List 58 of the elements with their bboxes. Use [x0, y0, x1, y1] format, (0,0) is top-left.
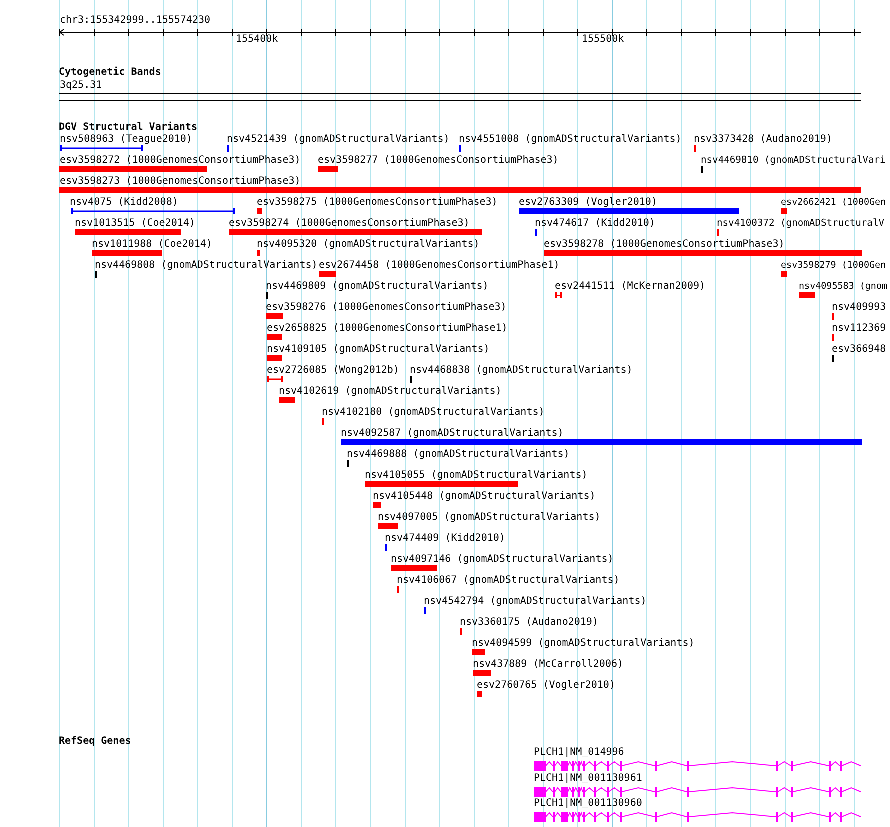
track-title: Cytogenetic Bands — [59, 67, 162, 79]
variant-label: esv366948 — [832, 344, 886, 356]
variant-label: esv2658825 (1000GenomesConsortiumPhase1) — [267, 323, 508, 335]
variant-label: esv2726085 (Wong2012b) — [267, 365, 400, 377]
variant-label: nsv4469809 (gnomADStructuralVariants) — [266, 281, 489, 293]
track-title: RefSeq Genes — [59, 736, 132, 748]
variant-label: esv2662421 (1000Gen — [781, 197, 886, 209]
variant-label: nsv4551008 (gnomADStructuralVariants) — [459, 134, 682, 146]
track-title: DGV Structural Variants — [59, 122, 198, 134]
variant-label: nsv1011988 (Coe2014) — [92, 239, 212, 251]
variant-label: nsv474617 (Kidd2010) — [535, 218, 656, 230]
variant-label: nsv4102180 (gnomADStructuralVariants) — [322, 407, 545, 419]
variant-label: nsv3360175 (Audano2019) — [460, 617, 598, 629]
variant-label: nsv4542794 (gnomADStructuralVariants) — [424, 596, 647, 608]
transcript-label: PLCH1|NM_014996 — [534, 747, 624, 759]
band-label: 3q25.31 — [60, 80, 102, 92]
variant-label: nsv4097005 (gnomADStructuralVariants) — [378, 512, 601, 524]
variant-label: nsv437889 (McCarroll2006) — [473, 659, 624, 671]
variant-label: esv3598273 (1000GenomesConsortiumPhase3) — [60, 176, 301, 188]
variant-label: esv3598276 (1000GenomesConsortiumPhase3) — [266, 302, 507, 314]
variant-label: nsv4095583 (gnom — [799, 281, 888, 293]
variant-label: nsv4095320 (gnomADStructuralVariants) — [257, 239, 480, 251]
variant-label: nsv4109105 (gnomADStructuralVariants) — [267, 344, 490, 356]
variant-label: nsv3373428 (Audano2019) — [694, 134, 832, 146]
variant-label: nsv4092587 (gnomADStructuralVariants) — [341, 428, 564, 440]
variant-label: nsv4106067 (gnomADStructuralVariants) — [397, 575, 620, 587]
variant-label: esv3598278 (1000GenomesConsortiumPhase3) — [544, 239, 785, 251]
scale-tick-label: 155400k — [236, 34, 278, 46]
scale-tick-label: 155500k — [582, 34, 624, 46]
variant-label: nsv4521439 (gnomADStructuralVariants) — [227, 134, 450, 146]
variant-label: nsv4105055 (gnomADStructuralVariants) — [365, 470, 588, 482]
variant-label: nsv474409 (Kidd2010) — [385, 533, 506, 545]
variant-label: esv3598272 (1000GenomesConsortiumPhase3) — [60, 155, 301, 167]
variant-label: nsv1013515 (Coe2014) — [75, 218, 196, 230]
variant-label: nsv4469808 (gnomADStructuralVariants) — [95, 260, 318, 272]
variant-label: nsv112369 — [832, 323, 886, 335]
variant-label: esv3598275 (1000GenomesConsortiumPhase3) — [257, 197, 498, 209]
variant-label: esv2441511 (McKernan2009) — [555, 281, 706, 293]
variant-label: nsv4075 (Kidd2008) — [70, 197, 178, 209]
region-coordinates: chr3:155342999..155574230 — [60, 15, 211, 27]
variant-label: nsv4094599 (gnomADStructuralVariants) — [472, 638, 695, 650]
variant-label: nsv4469888 (gnomADStructuralVariants) — [347, 449, 570, 461]
variant-label: nsv4100372 (gnomADStructuralV — [717, 218, 885, 230]
variant-label: nsv4468838 (gnomADStructuralVariants) — [410, 365, 633, 377]
transcript-label: PLCH1|NM_001130961 — [534, 773, 642, 785]
variant-label: nsv4102619 (gnomADStructuralVariants) — [279, 386, 502, 398]
variant-label: nsv4097146 (gnomADStructuralVariants) — [391, 554, 614, 566]
variant-label: esv2763309 (Vogler2010) — [519, 197, 658, 209]
variant-label: esv2760765 (Vogler2010) — [477, 680, 616, 692]
variant-label: esv3598279 (1000Gen — [781, 260, 886, 272]
variant-label: nsv4469810 (gnomADStructuralVari — [701, 155, 886, 167]
variant-label: esv2674458 (1000GenomesConsortiumPhase1) — [319, 260, 560, 272]
variant-label: esv3598277 (1000GenomesConsortiumPhase3) — [318, 155, 559, 167]
transcript-label: PLCH1|NM_001130960 — [534, 798, 642, 810]
variant-label: nsv508963 (Teague2010) — [60, 134, 192, 146]
variant-label: esv3598274 (1000GenomesConsortiumPhase3) — [229, 218, 470, 230]
variant-label: nsv4105448 (gnomADStructuralVariants) — [373, 491, 596, 503]
variant-label: nsv409993 — [832, 302, 886, 314]
